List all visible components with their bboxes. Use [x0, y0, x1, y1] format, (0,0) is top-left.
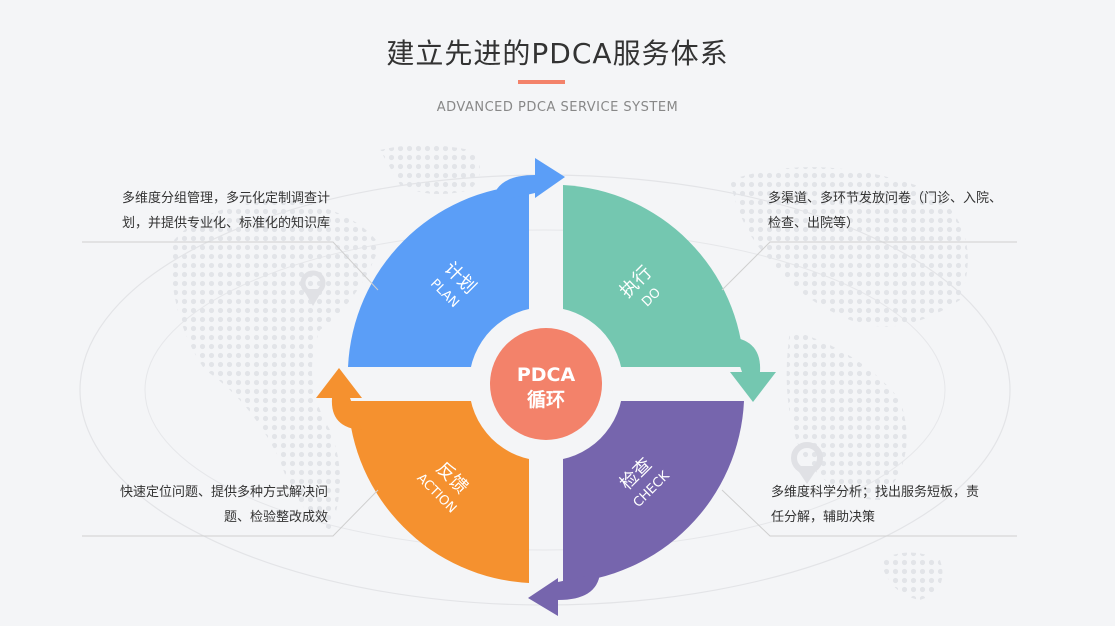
note-check: 多维度科学分析；找出服务短板，责 任分解，辅助决策 — [771, 480, 1011, 530]
quadrant-plan[interactable] — [348, 185, 529, 367]
quadrant-check[interactable] — [563, 401, 744, 583]
page-subtitle: ADVANCED PDCA SERVICE SYSTEM — [436, 100, 679, 115]
arrow-check-icon — [528, 573, 600, 616]
note-do: 多渠道、多环节发放问卷（门诊、入院、 检查、出院等） — [768, 186, 1018, 236]
note-plan-line1: 多维度分组管理，多元化定制调查计 — [121, 191, 330, 206]
map-pin-icon — [791, 442, 823, 484]
note-check-line1: 多维度科学分析；找出服务短板，责 — [771, 485, 980, 500]
quadrant-action[interactable] — [348, 401, 529, 583]
note-action-line1: 快速定位问题、提供多种方式解决问 — [119, 485, 328, 500]
arrow-plan-icon — [492, 158, 565, 203]
leader-lines — [82, 241, 1017, 537]
note-action: 快速定位问题、提供多种方式解决问 题、检验整改成效 — [82, 480, 328, 530]
arrow-action-icon — [316, 368, 362, 430]
title-underline — [518, 80, 565, 84]
quadrant-do[interactable] — [563, 185, 744, 367]
arrow-do-icon — [730, 337, 776, 402]
note-action-line2: 题、检验整改成效 — [223, 510, 328, 525]
world-map-background — [79, 145, 1011, 606]
note-check-line2: 任分解，辅助决策 — [771, 510, 876, 525]
center-pdca-circle[interactable] — [490, 328, 602, 440]
note-plan-line2: 划，并提供专业化、标准化的知识库 — [121, 216, 330, 231]
note-do-line2: 检查、出院等） — [768, 216, 860, 231]
center-label-top: PDCA — [517, 364, 576, 386]
map-pin-icon — [300, 270, 326, 306]
note-plan: 多维度分组管理，多元化定制调查计 划，并提供专业化、标准化的知识库 — [82, 186, 330, 236]
note-do-line1: 多渠道、多环节发放问卷（门诊、入院、 — [768, 191, 1003, 206]
page-title: 建立先进的PDCA服务体系 — [386, 37, 729, 70]
center-label-bottom: 循环 — [527, 388, 565, 411]
